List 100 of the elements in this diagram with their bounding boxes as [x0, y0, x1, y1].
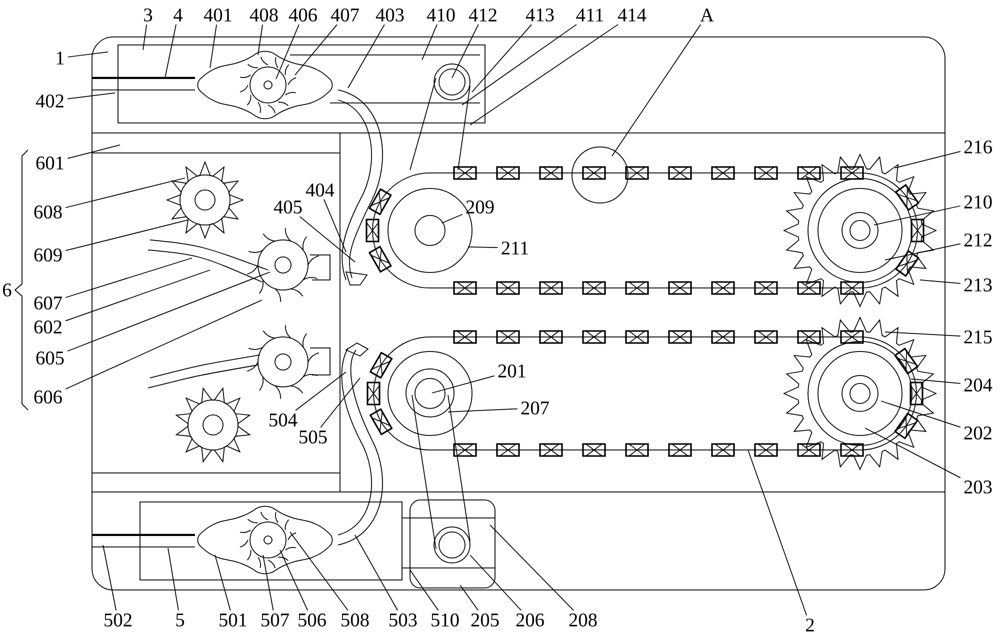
callout-number: 405 [274, 200, 302, 214]
callout-number: 501 [220, 613, 246, 626]
leader-line [65, 220, 188, 252]
callout-number: 207 [521, 401, 549, 414]
leader-line [470, 24, 619, 126]
leader-line [299, 216, 356, 262]
callout-number: 6 [3, 284, 12, 296]
callout-number: 606 [34, 390, 62, 404]
leader-line [164, 24, 176, 78]
leader-line [210, 24, 217, 68]
callout-number: 510 [432, 613, 459, 626]
leader-line [168, 548, 179, 611]
leader-line [874, 205, 961, 226]
leader-line [290, 532, 348, 611]
callout-number: 201 [498, 364, 526, 378]
leader-line [67, 52, 108, 58]
leader-line [442, 214, 463, 224]
callout-number: 401 [204, 8, 232, 22]
leader-line [65, 258, 192, 298]
callout-number: 406 [288, 8, 317, 22]
callout-number: 504 [270, 413, 298, 427]
leader-line [294, 24, 338, 76]
leader-line [410, 570, 439, 611]
callout-number: 503 [390, 613, 417, 626]
leader-line [748, 450, 808, 616]
callout-number: 601 [36, 156, 64, 170]
leader-line [67, 92, 116, 100]
leader-line [894, 151, 961, 168]
callout-number: 210 [964, 195, 992, 209]
leader-line [490, 524, 574, 611]
callout-number: 507 [262, 613, 289, 626]
leader-line [432, 375, 495, 394]
callout-number: 605 [36, 351, 64, 365]
leader-line [884, 243, 961, 260]
callout-number: 404 [306, 183, 334, 197]
callout-number: 508 [342, 613, 369, 626]
callout-number: A [700, 8, 714, 22]
callout-number: 602 [34, 320, 62, 334]
callout-number: 402 [36, 94, 64, 108]
callout-number: 412 [468, 8, 496, 22]
callout-number: 410 [426, 8, 455, 22]
callout-number: 212 [964, 234, 992, 246]
callout-number: 502 [104, 613, 132, 626]
leader-line [354, 534, 398, 611]
leader-line [910, 378, 961, 384]
callout-number: 205 [471, 613, 499, 626]
leader-line [884, 332, 961, 336]
callout-number: 4 [174, 8, 183, 22]
callout-number: 408 [250, 8, 278, 22]
callout-number: 403 [376, 8, 404, 22]
callout-number: 608 [34, 205, 62, 219]
leader-line [880, 400, 961, 428]
leader-line [348, 24, 385, 88]
callout-number: 206 [516, 613, 544, 626]
leader-line [214, 554, 231, 611]
callout-number: 505 [300, 430, 327, 444]
callout-number: 5 [176, 614, 184, 626]
leader-line [65, 178, 186, 208]
leader-line [276, 24, 300, 80]
leader-line [67, 144, 120, 159]
callout-number: 2 [806, 618, 814, 632]
callout-number: 506 [298, 613, 326, 626]
callout-number: 413 [526, 8, 554, 22]
leader-line [448, 408, 518, 412]
leader-line [67, 272, 270, 352]
callout-number: 411 [576, 8, 603, 22]
leader-line [280, 550, 308, 611]
callout-number: 213 [964, 278, 992, 292]
leader-line [470, 554, 522, 611]
leader-line [920, 280, 961, 284]
leader-line [612, 24, 702, 156]
callout-number: 607 [34, 296, 62, 310]
leader-line [472, 24, 532, 92]
leader-line [65, 300, 262, 390]
callout-number: 1 [56, 52, 64, 64]
leader-line [258, 24, 263, 56]
callout-number: 204 [964, 378, 992, 392]
callout-number: 211 [502, 242, 528, 254]
callout-number: 208 [569, 613, 597, 626]
leader-line [65, 270, 210, 322]
leader-line [422, 24, 438, 60]
leader-line [462, 24, 577, 106]
leader-line [324, 199, 346, 252]
callout-number: 3 [144, 8, 152, 22]
leader-line [468, 246, 498, 248]
leader-line [460, 584, 479, 611]
leader-line [452, 24, 479, 78]
callout-number: 215 [964, 330, 992, 344]
leader-line [320, 378, 360, 428]
leader-line [295, 372, 346, 411]
callout-number: 609 [34, 248, 62, 262]
callout-number: 203 [964, 480, 992, 494]
callout-number: 407 [330, 8, 359, 22]
callout-number: 202 [964, 426, 992, 440]
callout-number: 216 [964, 140, 992, 154]
leader-line [262, 554, 274, 611]
leader-line [864, 428, 961, 478]
leader-line [142, 24, 148, 50]
callout-number: 414 [618, 8, 646, 22]
callout-number: 209 [466, 200, 494, 214]
